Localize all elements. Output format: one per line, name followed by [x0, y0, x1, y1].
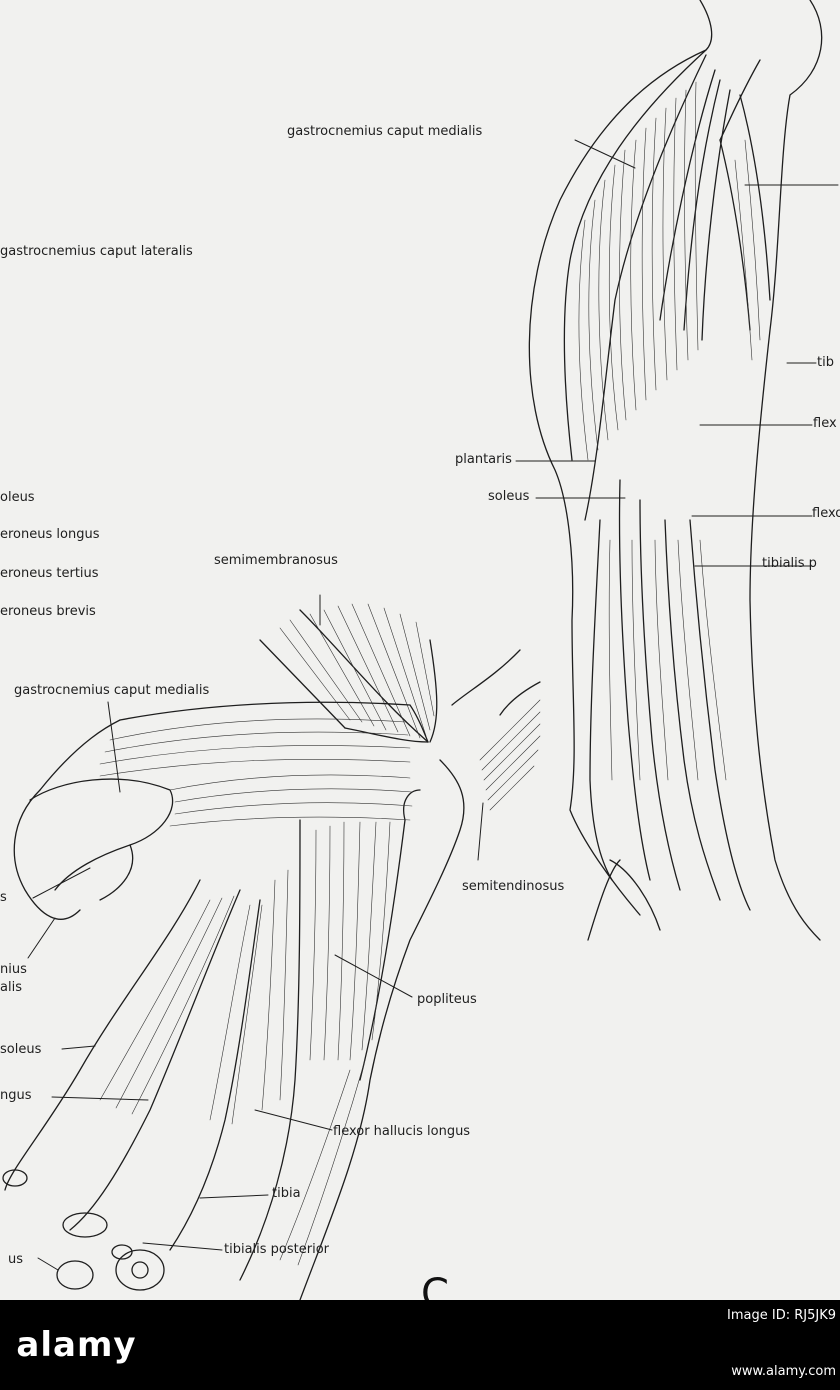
label-peroneus-tertius: eroneus tertius	[0, 566, 99, 581]
semimembranosus-hatching	[279, 603, 435, 739]
label-us-cut: us	[8, 1252, 24, 1267]
label-s-cut: s	[0, 890, 7, 905]
label-soleus-right: soleus	[488, 489, 530, 504]
label-semitendinosus: semitendinosus	[462, 879, 565, 894]
semimembranosus-muscle	[259, 609, 438, 743]
leader-lines	[27, 139, 839, 1271]
label-flexor-hallucis-longus: flexor hallucis longus	[333, 1124, 471, 1139]
label-tibialis-posterior: tibialis posterior	[224, 1242, 329, 1257]
watermark-image-id: Image ID: RJ5JK9	[727, 1308, 836, 1323]
label-tibia: tibia	[272, 1186, 301, 1201]
label-oleus: oleus	[0, 490, 35, 505]
label-plantaris: plantaris	[455, 452, 512, 467]
label-gastrocnemius-caput-medialis-top: gastrocnemius caput medialis	[287, 124, 483, 139]
label-gastrocnemius-caput-medialis-bottom: gastrocnemius caput medialis	[14, 683, 210, 698]
right-leg-outline	[528, 0, 823, 941]
label-gastrocnemius-caput-lateralis: gastrocnemius caput lateralis	[0, 244, 193, 259]
label-ngus-cut: ngus	[0, 1088, 32, 1103]
illustration-plate: gastrocnemius caput medialis gastrocnemi…	[0, 0, 840, 1300]
label-tibialis-p-cut: tibialis p	[762, 556, 817, 571]
label-semimembranosus: semimembranosus	[214, 553, 338, 568]
right-gastrocnemius-belly	[563, 49, 771, 521]
cut-ends	[2, 1169, 165, 1291]
label-tib-cut: tib	[817, 355, 834, 370]
semitendinosus-hatching	[479, 699, 541, 811]
label-flex-cut: flex	[813, 416, 837, 431]
label-nius-cut: nius	[0, 962, 27, 977]
right-fiber-hatching	[578, 81, 761, 781]
lower-leg-fiber-hatching	[99, 821, 391, 1266]
gastrocnemius-hatching	[99, 718, 413, 827]
label-popliteus: popliteus	[417, 992, 477, 1007]
label-flexor-cut: flexor	[812, 506, 840, 521]
watermark-url: www.alamy.com	[731, 1364, 836, 1379]
gastrocnemius-flap	[29, 778, 174, 901]
panel-letter: C	[421, 1271, 449, 1300]
watermark-footer	[0, 1300, 840, 1390]
medial-limb-outline	[4, 649, 541, 1300]
muscle-drawing	[2, 0, 839, 1300]
label-alis-cut: alis	[0, 980, 22, 995]
label-peroneus-longus: eroneus longus	[0, 527, 100, 542]
watermark-logo: alamy	[16, 1325, 137, 1365]
label-peroneus-brevis: eroneus brevis	[0, 604, 96, 619]
label-soleus-left: soleus	[0, 1042, 42, 1057]
right-lower-tendons	[589, 479, 751, 931]
